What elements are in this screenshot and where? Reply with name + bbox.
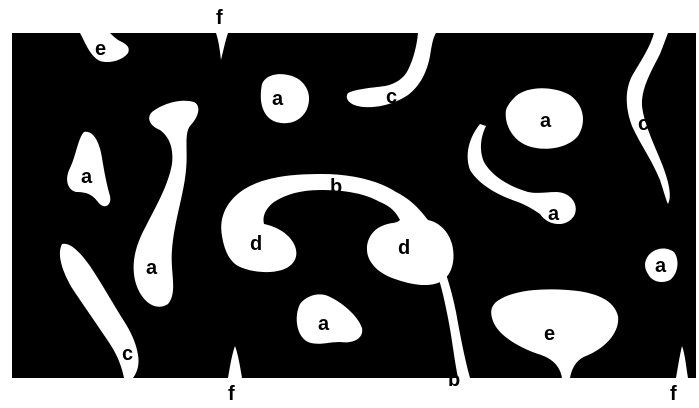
label-f-top: f: [216, 7, 223, 29]
label-e-bottom: e: [544, 323, 555, 345]
label-f-bottom-right: f: [670, 383, 677, 405]
label-f-bottom-left: f: [228, 383, 235, 405]
label-a-diagonal: a: [146, 257, 158, 279]
label-b-bottom: b: [448, 369, 460, 391]
label-b-arc: b: [330, 176, 342, 198]
label-d-right: d: [398, 237, 410, 259]
label-a-left: a: [81, 166, 93, 188]
label-a-top-center: a: [272, 88, 284, 110]
label-d-left: d: [250, 233, 262, 255]
label-e-top: e: [95, 38, 106, 60]
label-a-curved: a: [548, 203, 560, 225]
label-c-right: c: [638, 113, 649, 135]
label-c-left: c: [122, 343, 133, 365]
label-a-bottom-center: a: [318, 313, 330, 335]
label-a-right-small: a: [655, 255, 667, 277]
label-c-top-middle: c: [386, 86, 397, 108]
label-a-right-upper: a: [540, 110, 552, 132]
